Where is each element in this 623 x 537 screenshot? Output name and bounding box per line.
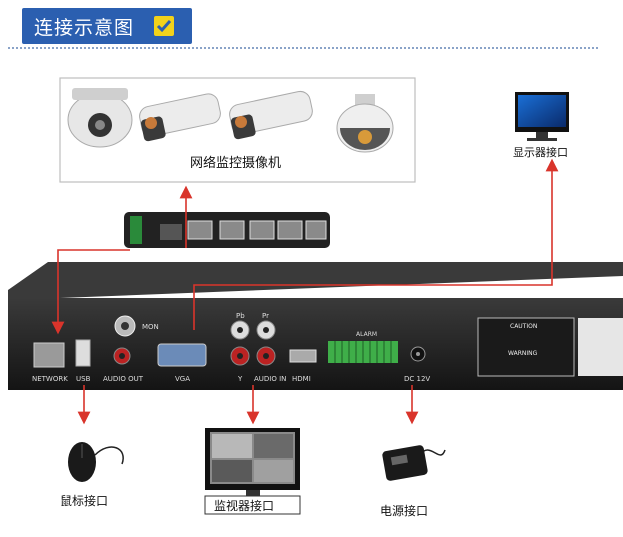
svg-text:CAUTION: CAUTION [510,323,537,330]
svg-text:AUDIO OUT: AUDIO OUT [103,375,144,383]
dome-camera-icon [67,88,133,148]
svg-text:NETWORK: NETWORK [32,375,68,383]
power-label: 电源接口 [380,503,428,518]
checkmark-icon [154,16,174,36]
camera-panel: 网络监控摄像机 [59,77,416,183]
nvr-rear-panel: NETWORK USB MON AUDIO OUT VGA Pb Pr Y AU… [8,262,623,390]
dotted-divider [8,47,598,49]
display-monitor-icon: 显示器接口 [513,92,569,159]
hdmi-port [289,349,317,363]
caution-label [477,317,575,377]
svg-text:Pr: Pr [262,312,269,320]
vga-port [157,343,207,367]
bullet-camera-icon [229,90,313,140]
svg-text:DC 12V: DC 12V [404,375,430,383]
svg-text:USB: USB [76,375,91,383]
connection-lines [51,158,559,425]
title-bar: 连接示意图 [22,8,192,44]
ptz-camera-icon [336,94,394,153]
svg-text:Y: Y [237,375,243,383]
usb-port [75,339,91,367]
bullet-camera-icon [139,93,221,142]
cameras-label: 网络监控摄像机 [190,155,281,171]
svg-text:AUDIO IN: AUDIO IN [254,375,286,383]
svg-text:Pb: Pb [236,312,245,320]
monitor-label: 监视器接口 [214,498,274,513]
svg-text:ALARM: ALARM [356,331,377,338]
poe-switch [124,212,330,248]
svg-text:MON: MON [142,323,159,331]
svg-text:VGA: VGA [175,375,190,383]
svg-text:HDMI: HDMI [292,375,311,383]
network-port [33,342,65,368]
diagram-title: 连接示意图 [34,17,135,39]
power-adapter-icon: 电源接口 [380,445,446,518]
mouse-icon: 鼠标接口 [60,442,124,508]
svg-text:WARNING: WARNING [508,350,538,357]
mouse-label: 鼠标接口 [60,493,108,508]
monitor-icon: 监视器接口 [204,428,301,515]
display-label: 显示器接口 [513,146,568,159]
